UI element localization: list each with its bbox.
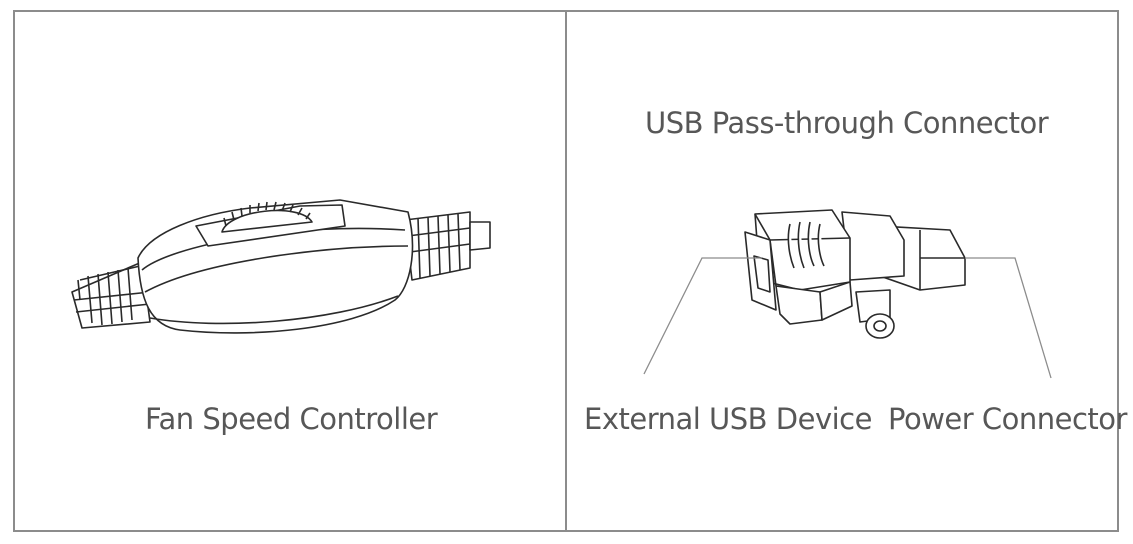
callout-lines (643, 257, 1052, 379)
fan-speed-controller-illustration (71, 199, 491, 334)
power-connector-callout-line (965, 257, 1052, 379)
usb-passthrough-illustration (744, 209, 966, 339)
power-connector-label: Power Connector (888, 402, 1127, 436)
fan-speed-controller-caption: Fan Speed Controller (145, 402, 438, 436)
thumb-wheel (221, 201, 313, 233)
left-cable-collar (71, 261, 151, 329)
external-usb-callout-line (643, 257, 762, 375)
panel-divider (565, 10, 567, 532)
external-usb-device-label: External USB Device (584, 402, 872, 436)
right-cable-collar (404, 211, 491, 281)
usb-connector-title: USB Pass-through Connector (645, 106, 1049, 140)
vent-slots (787, 221, 825, 269)
